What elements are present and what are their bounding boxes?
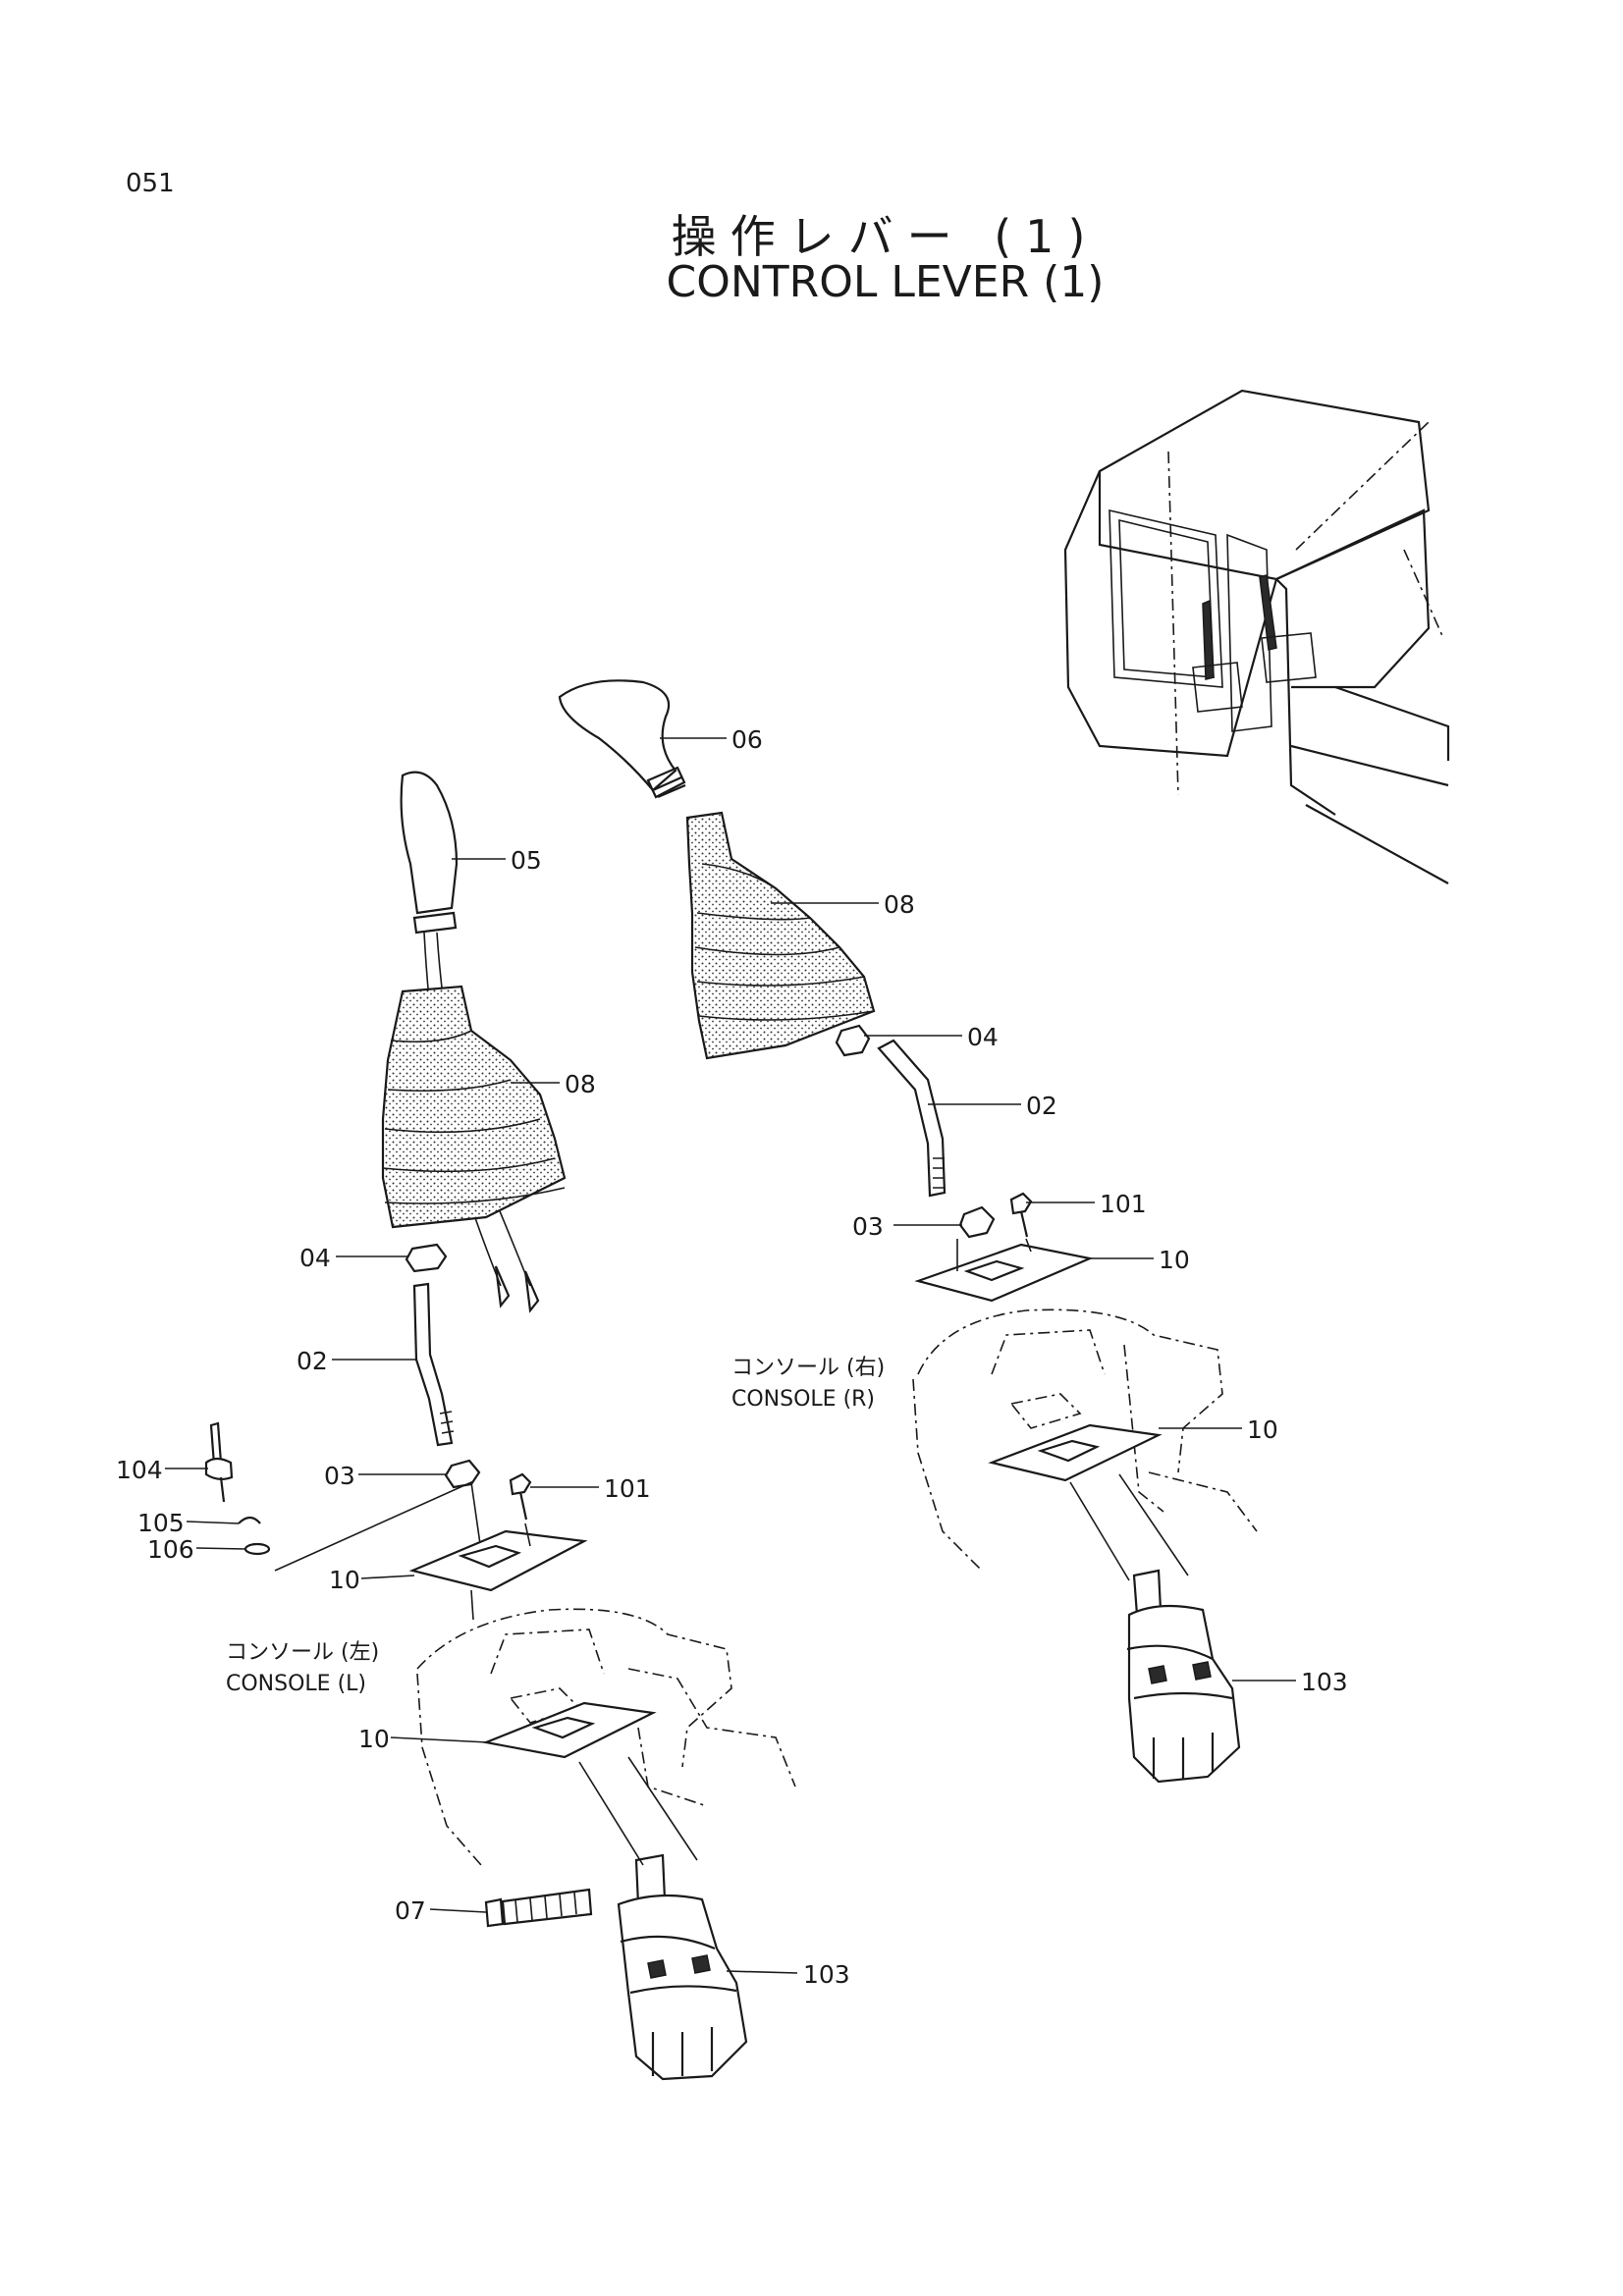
callout-r-06: 06: [731, 725, 763, 754]
console-captions: コンソール (右) CONSOLE (R) コンソール (左) CONSOLE …: [226, 1356, 885, 1696]
callout-r-103: 103: [1301, 1668, 1348, 1696]
page-number: 051: [126, 169, 175, 198]
callout-r-03: 03: [852, 1212, 884, 1241]
callout-l-04: 04: [299, 1244, 331, 1272]
callout-l-105: 105: [137, 1509, 185, 1537]
callout-r-10-lower: 10: [1247, 1415, 1278, 1444]
callout-l-101: 101: [604, 1474, 651, 1503]
right-lever-assembly: [558, 679, 1258, 1784]
console-r-jp: コンソール (右): [731, 1356, 885, 1380]
callout-l-05: 05: [511, 846, 542, 875]
left-lever-assembly: [204, 771, 796, 2081]
callout-r-101: 101: [1100, 1190, 1147, 1218]
console-r-en: CONSOLE (R): [731, 1387, 875, 1412]
callout-l-103: 103: [803, 1960, 850, 1989]
callout-r-10-upper: 10: [1159, 1246, 1190, 1274]
title-english: CONTROL LEVER (1): [666, 257, 1105, 307]
console-l-en: CONSOLE (L): [226, 1672, 366, 1696]
console-l-jp: コンソール (左): [226, 1640, 379, 1665]
callout-l-10-lower: 10: [358, 1725, 390, 1753]
callout-l-03: 03: [324, 1462, 355, 1490]
callout-r-08: 08: [884, 890, 915, 919]
callout-l-08: 08: [565, 1070, 596, 1098]
title-japanese: 操作レバー (1): [671, 210, 1100, 263]
leader-lines: [165, 737, 1296, 1974]
callout-l-104: 104: [116, 1456, 163, 1484]
callout-l-10-upper: 10: [329, 1566, 360, 1594]
callout-l-02: 02: [297, 1347, 328, 1375]
callout-r-04: 04: [967, 1023, 999, 1051]
callout-l-106: 106: [147, 1535, 194, 1564]
cab-overview: [1063, 389, 1450, 884]
callout-r-02: 02: [1026, 1092, 1057, 1120]
callout-labels: 06 08 04 02 03 101 10 10 103 05 08 04 02…: [116, 725, 1348, 1989]
callout-l-07: 07: [395, 1896, 426, 1925]
